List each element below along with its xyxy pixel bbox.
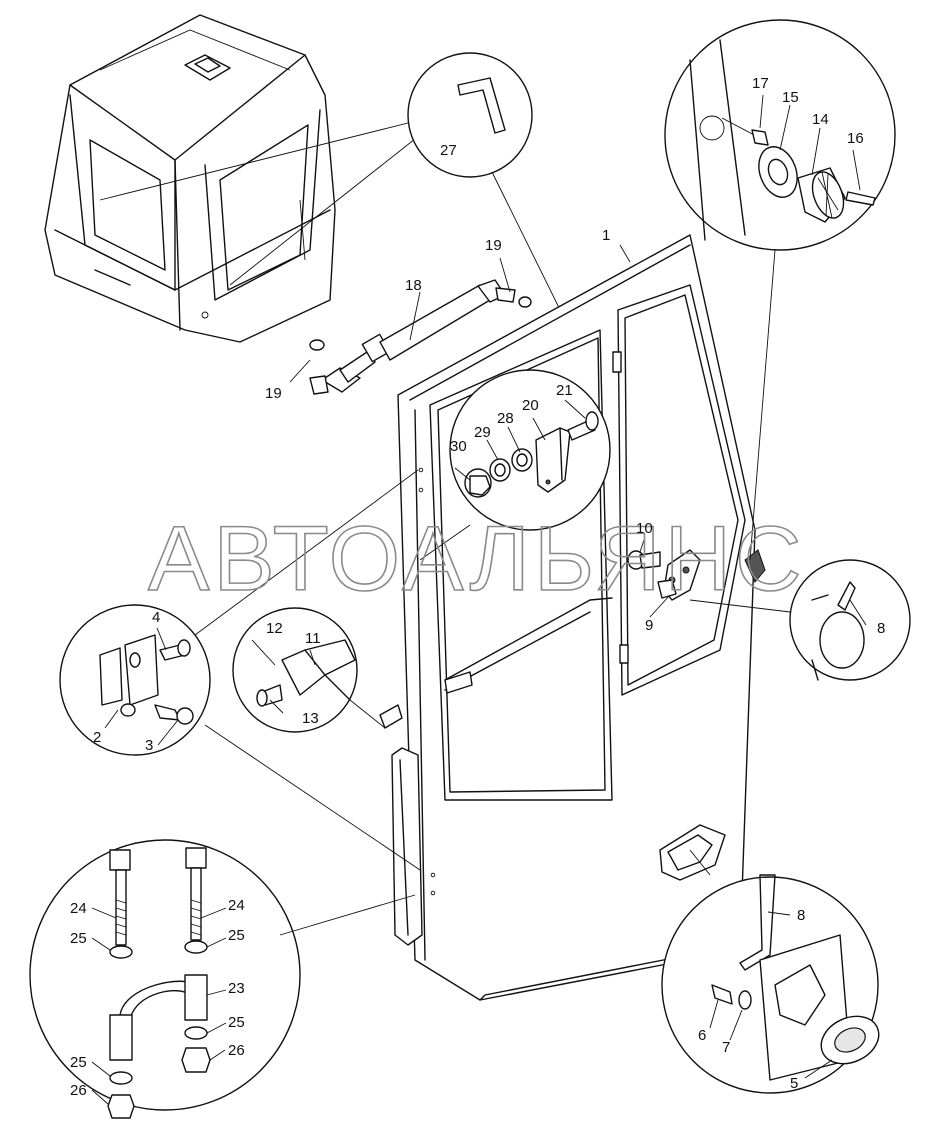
- callout-8-lower: 8: [797, 907, 805, 924]
- callout-29: 29: [474, 424, 491, 441]
- callout-13: 13: [302, 710, 319, 727]
- detail-circle-bracket: [449, 369, 611, 531]
- callout-14: 14: [812, 111, 829, 128]
- callout-24-left: 24: [70, 900, 87, 917]
- callout-10: 10: [636, 520, 653, 537]
- callout-28: 28: [497, 410, 514, 427]
- callout-16: 16: [847, 130, 864, 147]
- callout-8-upper: 8: [877, 620, 885, 637]
- door-panel: [379, 234, 766, 1001]
- detail-circle-lock-cylinder: [664, 19, 896, 251]
- callout-labels: 1 2 3 4 5 6 7 8 8 9 10 11 12 13 14 15 16…: [70, 75, 885, 1099]
- callout-15: 15: [782, 89, 799, 106]
- callout-5: 5: [790, 1075, 798, 1092]
- cab-assembly: [44, 14, 336, 343]
- callout-1: 1: [602, 227, 610, 244]
- callout-7: 7: [722, 1039, 730, 1056]
- callout-25-left-lower: 25: [70, 1054, 87, 1071]
- callout-24-right: 24: [228, 897, 245, 914]
- detail-circle-27: [407, 52, 533, 178]
- callout-17: 17: [752, 75, 769, 92]
- latch-parts: [627, 549, 701, 601]
- callout-3: 3: [145, 737, 153, 754]
- detail-circle-hinge: [59, 604, 211, 756]
- callout-6: 6: [698, 1027, 706, 1044]
- leader-lines: [91, 94, 867, 1105]
- callout-21: 21: [556, 382, 573, 399]
- callout-11: 11: [305, 630, 321, 647]
- callout-23: 23: [228, 980, 245, 997]
- callout-20: 20: [522, 397, 539, 414]
- detail-circle-bolts: [29, 839, 301, 1119]
- callout-25-right-lower: 25: [228, 1014, 245, 1031]
- callout-26-left: 26: [70, 1082, 87, 1099]
- callout-12: 12: [266, 620, 283, 637]
- callout-19-upper: 19: [485, 237, 502, 254]
- callout-19-lower: 19: [265, 385, 282, 402]
- detail-circle-handle-end: [232, 607, 358, 733]
- callout-4: 4: [152, 609, 160, 626]
- callout-30: 30: [450, 438, 467, 455]
- detail-circle-8-rod: [789, 559, 911, 681]
- watermark-text: АВТОАЛЬЯНС: [148, 508, 806, 610]
- callout-25-right-upper: 25: [228, 927, 245, 944]
- callout-25-left-upper: 25: [70, 930, 87, 947]
- callout-9: 9: [645, 617, 653, 634]
- callout-2: 2: [93, 729, 101, 746]
- callout-26-right: 26: [228, 1042, 245, 1059]
- detail-circle-handle: [661, 874, 880, 1094]
- callout-18: 18: [405, 277, 422, 294]
- callout-27: 27: [440, 142, 457, 159]
